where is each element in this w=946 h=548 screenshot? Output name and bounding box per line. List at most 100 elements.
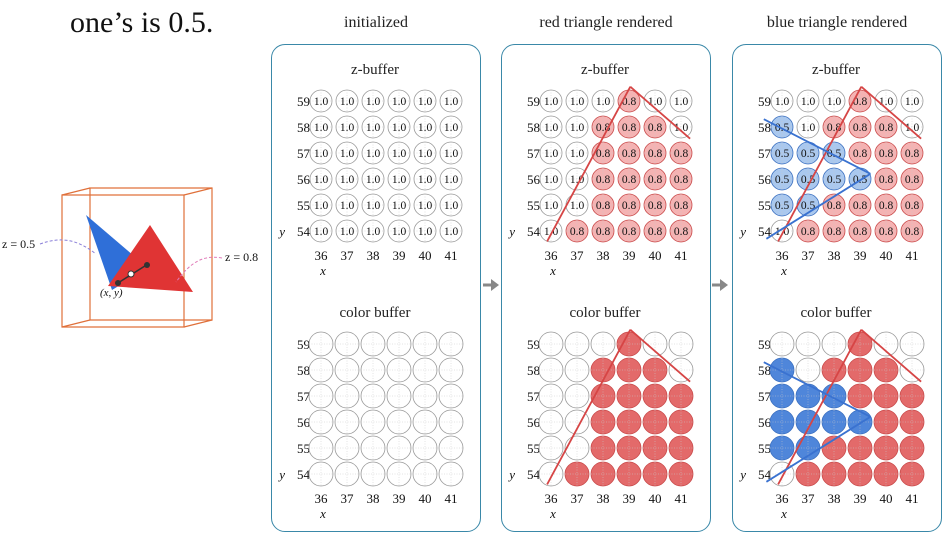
row-label: 54 (527, 467, 541, 482)
ray-point (115, 280, 121, 286)
y-axis-label: y (507, 467, 515, 482)
panel-title-initialized: initialized (344, 14, 408, 31)
col-label: 41 (675, 491, 688, 506)
zbuffer-value: 0.8 (905, 200, 920, 212)
zbuffer-value: 0.8 (905, 148, 920, 160)
zbuffer-value: 0.8 (622, 96, 637, 108)
zbuffer-value: 1.0 (570, 96, 585, 108)
zbuffer-value: 1.0 (444, 174, 459, 186)
zbuffer-value: 0.8 (879, 174, 894, 186)
col-label: 37 (571, 491, 585, 506)
zbuffer-value: 1.0 (366, 122, 381, 134)
zbuffer-value: 1.0 (418, 226, 433, 238)
ray-point (127, 270, 135, 278)
red-triangle-edge (860, 86, 922, 140)
zbuffer-title: z-buffer (581, 62, 629, 78)
blue-triangle-edge (763, 118, 871, 175)
red-triangle-edge (777, 86, 863, 242)
row-label: 57 (527, 389, 541, 404)
x-axis-label: x (780, 263, 787, 278)
col-label: 41 (906, 248, 919, 263)
zbuffer-value: 1.0 (444, 122, 459, 134)
col-label: 39 (393, 491, 406, 506)
zbuffer-value: 1.0 (366, 96, 381, 108)
zbuffer-value: 0.8 (622, 174, 637, 186)
zbuffer-value: 1.0 (366, 200, 381, 212)
col-label: 37 (341, 491, 355, 506)
zbuffer-value: 1.0 (544, 96, 559, 108)
zbuffer-title: z-buffer (351, 62, 399, 78)
zbuffer-value: 0.8 (648, 122, 663, 134)
col-label: 36 (315, 248, 329, 263)
panel-red-rendered (501, 44, 711, 532)
row-label: 59 (527, 94, 540, 109)
zbuffer-value: 1.0 (674, 96, 689, 108)
row-label: 55 (297, 441, 310, 456)
zbuffer-value: 1.0 (340, 226, 355, 238)
zbuffer-value: 1.0 (314, 200, 329, 212)
zbuffer-value: 0.8 (905, 226, 920, 238)
zbuffer-value: 1.0 (366, 148, 381, 160)
row-label: 55 (297, 198, 310, 213)
col-label: 41 (675, 248, 688, 263)
zbuffer-title: z-buffer (812, 62, 860, 78)
panel-title-blue: blue triangle rendered (766, 14, 908, 31)
zbuffer-value: 0.5 (801, 148, 816, 160)
panel-blue-rendered (732, 44, 942, 532)
zbuffer-value: 1.0 (392, 148, 407, 160)
zbuffer-value: 1.0 (674, 122, 689, 134)
zbuffer-value: 0.8 (622, 122, 637, 134)
col-label: 37 (571, 248, 585, 263)
zbuffer-value: 0.8 (853, 96, 868, 108)
colorbuffer-title: color buffer (801, 305, 872, 321)
row-label: 56 (758, 172, 772, 187)
row-label: 59 (758, 337, 771, 352)
zbuffer-value: 0.8 (853, 148, 868, 160)
zbuffer-value: 1.0 (418, 174, 433, 186)
zbuffer-value: 1.0 (570, 148, 585, 160)
y-axis-label: y (738, 224, 746, 239)
zbuffer-value: 0.8 (596, 200, 611, 212)
box-edge (61, 187, 91, 196)
zbuffer-value: 1.0 (827, 96, 842, 108)
zbuffer-value: 1.0 (596, 96, 611, 108)
zbuffer-value: 1.0 (340, 148, 355, 160)
row-label: 56 (297, 415, 311, 430)
zbuffer-value: 1.0 (544, 148, 559, 160)
red-triangle-edge (546, 329, 632, 485)
row-label: 54 (758, 467, 772, 482)
zbuffer-value: 0.8 (648, 226, 663, 238)
zbuffer-value: 1.0 (775, 96, 790, 108)
row-label: 58 (297, 120, 310, 135)
row-label: 54 (297, 467, 311, 482)
zbuffer-value: 0.8 (674, 200, 689, 212)
row-label: 58 (758, 363, 771, 378)
box-edge (183, 319, 213, 328)
col-label: 38 (367, 248, 380, 263)
zbuffer-value: 1.0 (544, 174, 559, 186)
zbuffer-value: 0.8 (853, 226, 868, 238)
point-label: (x, y) (100, 287, 123, 299)
row-label: 55 (527, 441, 540, 456)
zbuffer-value: 0.8 (622, 200, 637, 212)
row-label: 59 (758, 94, 771, 109)
row-label: 58 (527, 363, 540, 378)
zbuffer-value: 1.0 (314, 96, 329, 108)
row-label: 55 (527, 198, 540, 213)
row-label: 58 (297, 363, 310, 378)
zbuffer-value: 1.0 (392, 96, 407, 108)
row-label: 56 (527, 172, 541, 187)
zbuffer-value: 0.8 (853, 200, 868, 212)
triangle-illustration: z = 0.5 z = 0.8 (x, y) (2, 187, 258, 328)
col-label: 38 (828, 491, 841, 506)
col-label: 36 (545, 491, 559, 506)
zbuffer-value: 1.0 (444, 148, 459, 160)
col-label: 40 (419, 248, 432, 263)
zbuffer-value: 1.0 (570, 122, 585, 134)
zbuffer-value: 0.8 (648, 200, 663, 212)
col-label: 40 (649, 248, 662, 263)
arrow-right (483, 279, 499, 291)
row-label: 57 (527, 146, 541, 161)
intro-text: one’s is 0.5. (70, 6, 214, 39)
